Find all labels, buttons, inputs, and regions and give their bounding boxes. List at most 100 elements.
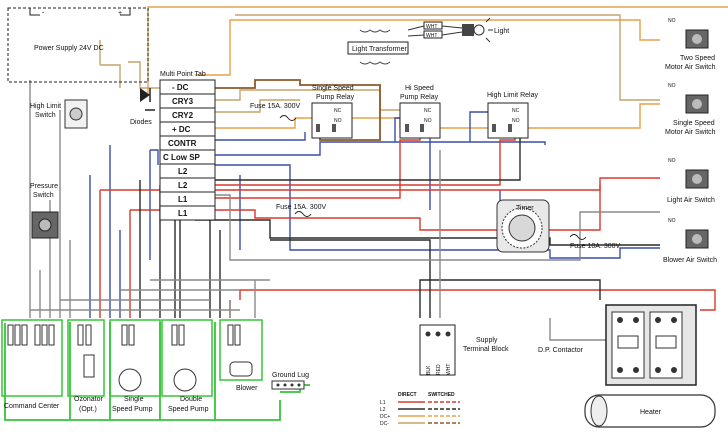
ssp-terminal-2 bbox=[128, 324, 135, 346]
power-supply-label: Power Supply 24V DC bbox=[34, 45, 104, 52]
air-switch-1-label-1: Two Speed bbox=[680, 55, 715, 62]
ground-lug-label: Ground Lug bbox=[272, 372, 309, 379]
ozonator: Ozonator (Opt.) bbox=[67, 319, 105, 413]
heater-end-cap bbox=[590, 395, 608, 427]
fuse-right-label: Fuse 10A. 300V bbox=[570, 243, 621, 250]
fuse-top-icon bbox=[279, 115, 297, 121]
ss-relay-label-2: Pump Relay bbox=[316, 94, 355, 101]
terminal-block-label-1: Supply bbox=[476, 337, 498, 344]
light-air-switch: NO Light Air Switch bbox=[667, 158, 715, 204]
legend-row-dcminus: DC- bbox=[380, 421, 389, 427]
light-bulb-icon bbox=[473, 24, 485, 36]
wire-gray bbox=[29, 80, 660, 341]
diode-icon bbox=[140, 88, 150, 102]
air-switch-4-label: Blower Air Switch bbox=[663, 257, 717, 264]
terminal-screw-1 bbox=[425, 331, 431, 337]
terminal-block-label-2: Terminal Block bbox=[463, 346, 509, 353]
light-bulb-base bbox=[462, 24, 474, 36]
ds-pump-label-1: Double bbox=[180, 396, 202, 403]
ds-pump-box bbox=[161, 319, 213, 397]
air-switch-4-icon bbox=[692, 234, 702, 244]
cc-terminal-3 bbox=[21, 324, 28, 346]
ss-pump-motor-icon bbox=[118, 368, 142, 392]
ozonator-label-1: Ozonator bbox=[74, 396, 103, 403]
bl-terminal-1 bbox=[227, 324, 234, 346]
high-limit-switch: High Limit Switch bbox=[30, 99, 88, 129]
hl-relay-label: High Limit Relay bbox=[487, 92, 538, 99]
wht-tag-1-text: WHT bbox=[426, 24, 437, 30]
command-center: Command Center bbox=[1, 319, 63, 410]
light-transformer-box bbox=[347, 41, 409, 55]
wht-tag-1 bbox=[423, 21, 443, 30]
ss-relay-nc: NC bbox=[334, 108, 342, 114]
terminal-screw-2 bbox=[435, 331, 441, 337]
light-label: Light bbox=[494, 28, 509, 35]
hs-relay-nc: NC bbox=[424, 108, 432, 114]
legend-row-dcplus: DC+ bbox=[380, 414, 390, 420]
cc-terminal-5 bbox=[41, 324, 48, 346]
cc-terminal-1 bbox=[7, 324, 14, 346]
ground-screw-3 bbox=[290, 383, 294, 387]
contactor-screw-8 bbox=[671, 367, 677, 373]
timer-knob-icon bbox=[508, 214, 536, 242]
fuse-right-icon bbox=[569, 234, 587, 240]
legend-row-l1: L1 bbox=[380, 400, 386, 406]
contactor-coil-1 bbox=[617, 335, 639, 349]
hl-relay-nc: NC bbox=[512, 108, 520, 114]
terminal-blk: BLK bbox=[426, 365, 432, 375]
terminal-wht: WHT bbox=[446, 364, 452, 375]
mpt-row-l1-b: L1 bbox=[178, 209, 188, 218]
single-speed-pump: Single Speed Pump bbox=[109, 319, 161, 413]
ds-pump-motor-icon bbox=[173, 368, 197, 392]
blower-label: Blower bbox=[236, 385, 258, 392]
ground-lug: Ground Lug bbox=[271, 372, 309, 390]
hs-relay-box bbox=[399, 102, 441, 139]
pressure-switch-label-1: Pressure bbox=[30, 183, 58, 190]
diodes: Diodes bbox=[130, 88, 155, 126]
air-switch-3-icon bbox=[692, 174, 702, 184]
multi-point-tab-rows: - DC CRY3 CRY2 + DC CONTR C Low SP L2 L2… bbox=[160, 83, 215, 218]
power-supply: - + Power Supply 24V DC bbox=[7, 7, 149, 83]
air-switch-2-icon bbox=[692, 99, 702, 109]
wire-dc-plus bbox=[147, 6, 728, 129]
mpt-row-l2-b: L2 bbox=[178, 181, 188, 190]
fuse-mid-label: Fuse 15A. 300V bbox=[276, 204, 327, 211]
high-limit-switch-label-2: Switch bbox=[35, 112, 56, 119]
wire-brown bbox=[195, 79, 381, 141]
hl-relay-box bbox=[487, 102, 529, 139]
two-speed-motor-air-switch: NO Two Speed Motor Air Switch bbox=[665, 18, 716, 71]
high-limit-relay: High Limit Relay NC NO bbox=[487, 92, 538, 139]
ss-relay-pin-1 bbox=[316, 124, 320, 132]
fuse-top-label: Fuse 15A. 300V bbox=[250, 103, 301, 110]
ground-screw-2 bbox=[283, 383, 287, 387]
high-limit-switch-label-1: High Limit bbox=[30, 103, 61, 110]
blower: Blower bbox=[219, 319, 263, 392]
contactor-coil-2 bbox=[655, 335, 677, 349]
bl-terminal-2 bbox=[234, 324, 241, 346]
wire-l2-3 bbox=[419, 279, 601, 318]
heater-body bbox=[584, 394, 716, 428]
light-transformer-label: Light Transformer bbox=[352, 46, 408, 53]
legend-header-switched: SWITCHED bbox=[428, 392, 455, 398]
wire-dc-minus-2 bbox=[235, 14, 660, 101]
contactor-screw-7 bbox=[655, 367, 661, 373]
oz-terminal-2 bbox=[85, 324, 92, 346]
single-speed-motor-air-switch: NO Single Speed Motor Air Switch bbox=[665, 83, 716, 136]
cc-terminal-6 bbox=[48, 324, 55, 346]
fuse-mid-icon bbox=[294, 211, 312, 217]
ssp-terminal-1 bbox=[121, 324, 128, 346]
hs-relay-pin-1 bbox=[405, 124, 409, 132]
cc-terminal-4 bbox=[34, 324, 41, 346]
mpt-row-cry2: CRY2 bbox=[172, 111, 194, 120]
ss-relay-no: NO bbox=[334, 118, 342, 124]
power-supply-plus: + bbox=[118, 10, 122, 17]
air-switch-1-label-2: Motor Air Switch bbox=[665, 64, 716, 71]
diodes-label: Diodes bbox=[130, 119, 152, 126]
air-switch-3-label: Light Air Switch bbox=[667, 197, 715, 204]
double-speed-pump: Double Speed Pump bbox=[161, 319, 213, 413]
mpt-row-dc-minus: - DC bbox=[172, 83, 189, 92]
wire-gray-2 bbox=[30, 279, 270, 318]
contactor-screw-3 bbox=[655, 317, 661, 323]
ss-relay-label-1: Single Speed bbox=[312, 85, 354, 92]
light-leads bbox=[407, 25, 463, 37]
